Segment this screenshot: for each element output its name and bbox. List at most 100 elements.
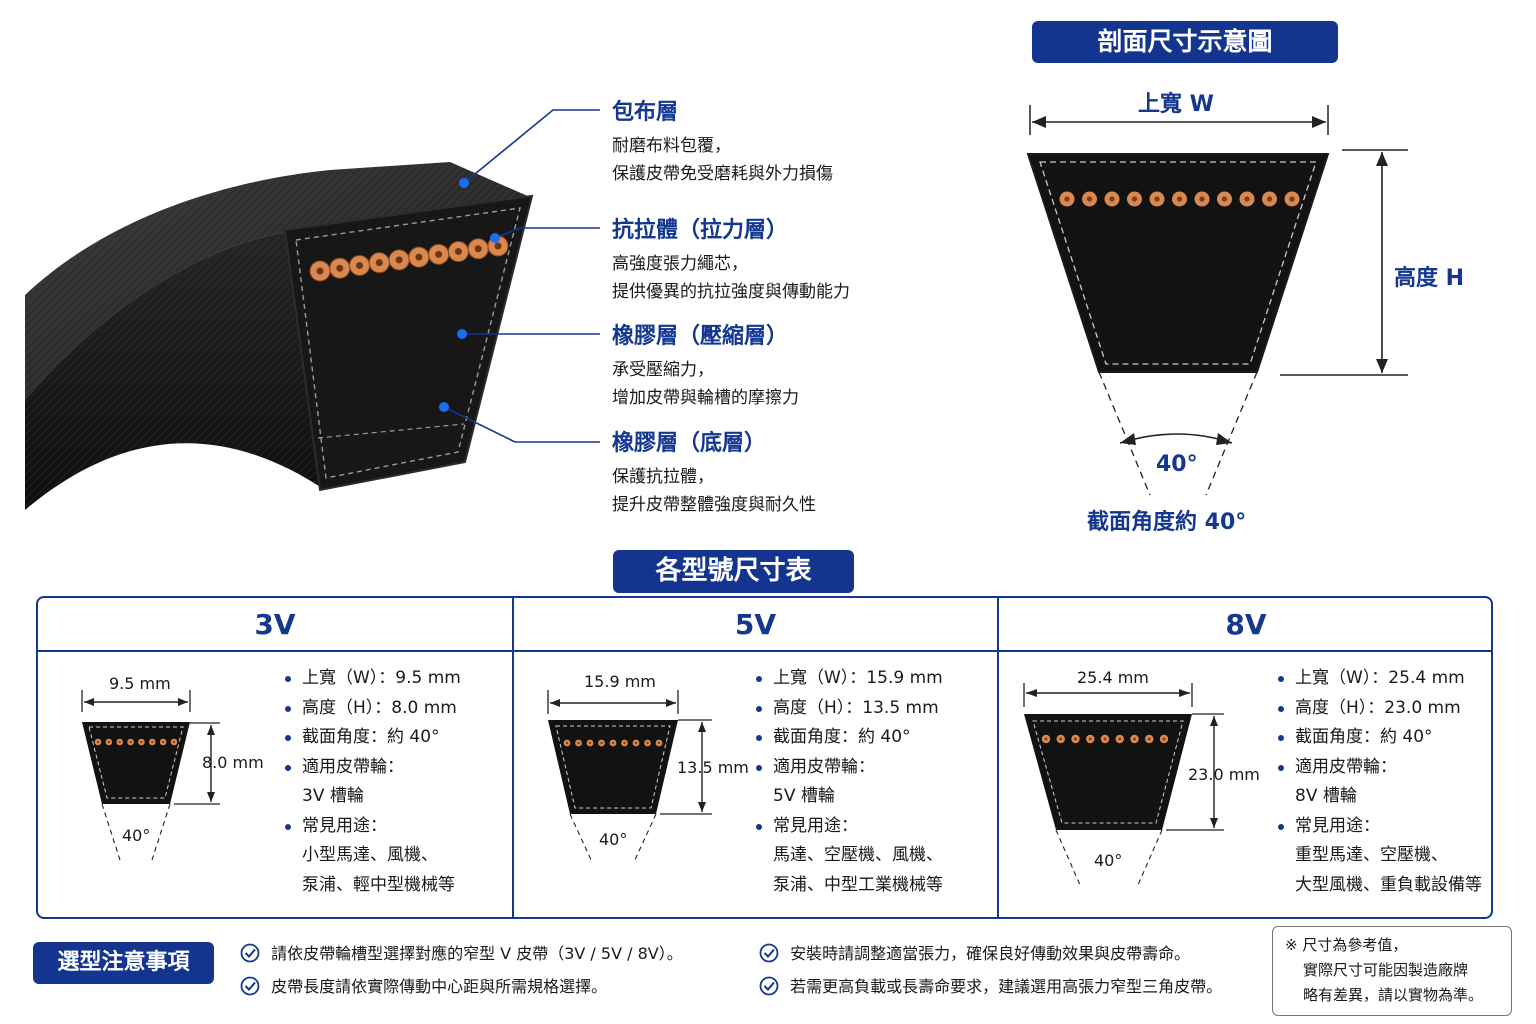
belt-cord-core bbox=[415, 253, 423, 261]
col-8v-width-label: 25.4 mm bbox=[1077, 668, 1149, 687]
cord-core bbox=[1109, 196, 1115, 202]
cord-core bbox=[565, 741, 569, 745]
note-text: 若需更高負載或長壽命要求，建議選用高張力窄型三角皮帶。 bbox=[790, 977, 1223, 996]
leader-lines bbox=[443, 109, 600, 443]
cord-core bbox=[1176, 196, 1183, 202]
col-5v-header: 5V bbox=[734, 608, 777, 641]
disclaimer-line-3: 略有差異，請以實物為準。 bbox=[1303, 986, 1484, 1004]
col-3v-height-label: 8.0 mm bbox=[202, 753, 264, 772]
cord-core bbox=[1064, 196, 1070, 202]
cord-core bbox=[1244, 196, 1250, 202]
layer-bottom-line-1: 保護抗拉體， bbox=[612, 467, 714, 487]
size-table: 3V 5V 8V bbox=[36, 596, 1493, 919]
spec-line: 馬達、空壓機、風機、 bbox=[773, 845, 943, 865]
note-item: 安裝時請調整適當張力，確保良好傳動效果與皮帶壽命。 bbox=[759, 940, 1190, 964]
layer-bottom: 橡膠層（底層） 保護抗拉體， 提升皮帶整體強度與耐久性 bbox=[612, 425, 816, 519]
check-circle-icon bbox=[240, 943, 260, 963]
cord-core bbox=[1086, 196, 1093, 202]
spec-line: 適用皮帶輪： bbox=[284, 753, 461, 783]
col-8v-height-label: 23.0 mm bbox=[1188, 765, 1260, 784]
check-circle-icon bbox=[759, 943, 779, 963]
col-8v-header: 8V bbox=[1225, 608, 1267, 641]
col-5v-width-label: 15.9 mm bbox=[584, 672, 656, 691]
layer-tensile-line-2: 提供優異的抗拉強度與傳動能力 bbox=[612, 282, 850, 302]
col-3v-header: 3V bbox=[254, 608, 296, 641]
belt-cord-core bbox=[316, 267, 324, 275]
spec-line: 高度（H）：8.0 mm bbox=[284, 694, 461, 724]
cord-core bbox=[1154, 196, 1160, 202]
spec-line: 常見用途： bbox=[284, 812, 461, 842]
spec-line: 3V 槽輪 bbox=[302, 786, 364, 806]
cord-core bbox=[1162, 737, 1166, 741]
belt-cord-core bbox=[435, 250, 443, 258]
layer-tensile-line-1: 高強度張力繩芯， bbox=[612, 254, 748, 274]
check-circle-icon bbox=[240, 976, 260, 996]
belt-cord-core bbox=[395, 256, 403, 264]
layer-compression: 橡膠層（壓縮層） 承受壓縮力， 增加皮帶與輪槽的摩擦力 bbox=[612, 318, 799, 412]
cord-core bbox=[107, 740, 111, 744]
note-item: 請依皮帶輪槽型選擇對應的窄型 V 皮帶（3V / 5V / 8V）。 bbox=[240, 940, 683, 964]
belt-cord-core bbox=[494, 242, 502, 250]
layer-cover-title: 包布層 bbox=[612, 100, 679, 125]
spec-line: 常見用途： bbox=[1277, 812, 1482, 842]
cord-core bbox=[1221, 196, 1228, 202]
belt-cord-core bbox=[474, 245, 482, 253]
cord-core bbox=[623, 741, 626, 745]
section-height-label: 高度 H bbox=[1394, 266, 1465, 291]
cord-core bbox=[1074, 737, 1077, 741]
spec-line: 高度（H）：13.5 mm bbox=[755, 694, 943, 724]
layer-bottom-title: 橡膠層（底層） bbox=[612, 431, 767, 456]
section-width-label: 上寬 W bbox=[1138, 92, 1214, 117]
layer-cover-line-2: 保護皮帶免受磨耗與外力損傷 bbox=[612, 164, 833, 184]
section-angle-caption: 截面角度約 40° bbox=[1087, 510, 1247, 535]
layer-cover: 包布層 耐磨布料包覆， 保護皮帶免受磨耗與外力損傷 bbox=[612, 94, 833, 188]
cord-core bbox=[1088, 737, 1092, 741]
cord-core bbox=[634, 741, 638, 745]
table-title: 各型號尺寸表 bbox=[613, 550, 854, 593]
spec-line: 上寬（W）：9.5 mm bbox=[284, 664, 461, 694]
table-header-divider bbox=[38, 650, 1491, 652]
spec-line: 重型馬達、空壓機、 bbox=[1295, 845, 1448, 865]
cord-core bbox=[1131, 196, 1138, 202]
spec-line: 截面角度：約 40° bbox=[755, 723, 943, 753]
layer-cover-line-1: 耐磨布料包覆， bbox=[612, 136, 731, 156]
section-angle-label: 40° bbox=[1156, 452, 1198, 477]
spec-line: 上寬（W）：25.4 mm bbox=[1277, 664, 1482, 694]
note-item: 皮帶長度請依實際傳動中心距與所需規格選擇。 bbox=[240, 973, 607, 997]
cord-core bbox=[588, 741, 592, 745]
cord-core bbox=[118, 740, 121, 744]
diagram-5v bbox=[547, 690, 712, 863]
note-item: 若需更高負載或長壽命要求，建議選用高張力窄型三角皮帶。 bbox=[759, 973, 1222, 997]
leader-dots bbox=[439, 178, 500, 412]
belt-cord-core bbox=[356, 261, 364, 269]
cord-core bbox=[1118, 737, 1122, 741]
spec-line: 大型風機、重負載設備等 bbox=[1295, 874, 1482, 895]
layer-compression-line-2: 增加皮帶與輪槽的摩擦力 bbox=[612, 388, 799, 408]
cord-core bbox=[1266, 196, 1273, 202]
tensile-cords bbox=[309, 235, 509, 282]
cord-core bbox=[96, 740, 100, 744]
cord-core bbox=[129, 740, 132, 744]
col-3v-width-label: 9.5 mm bbox=[109, 674, 171, 693]
spec-line: 截面角度：約 40° bbox=[1277, 723, 1482, 753]
section-diagram bbox=[1026, 105, 1408, 496]
col-5v-angle-label: 40° bbox=[599, 830, 628, 849]
disclaimer-line-2: 實際尺寸可能因製造廠牌 bbox=[1303, 961, 1469, 979]
layer-compression-line-1: 承受壓縮力， bbox=[612, 360, 714, 380]
spec-line: 泵浦、中型工業機械等 bbox=[773, 874, 943, 895]
table-col-divider-1 bbox=[512, 598, 514, 917]
section-cords bbox=[1059, 191, 1300, 207]
notes-title: 選型注意事項 bbox=[33, 942, 214, 984]
spec-line: 8V 槽輪 bbox=[1295, 786, 1357, 806]
belt-cord-core bbox=[336, 264, 344, 272]
belt-cord-core bbox=[375, 259, 383, 267]
layer-compression-title: 橡膠層（壓縮層） bbox=[612, 324, 789, 349]
col-3v-angle-label: 40° bbox=[122, 826, 151, 845]
spec-line: 泵浦、輕中型機械等 bbox=[302, 874, 455, 895]
spec-line: 適用皮帶輪： bbox=[755, 753, 943, 783]
cord-core bbox=[577, 741, 580, 745]
cord-core bbox=[140, 740, 143, 744]
